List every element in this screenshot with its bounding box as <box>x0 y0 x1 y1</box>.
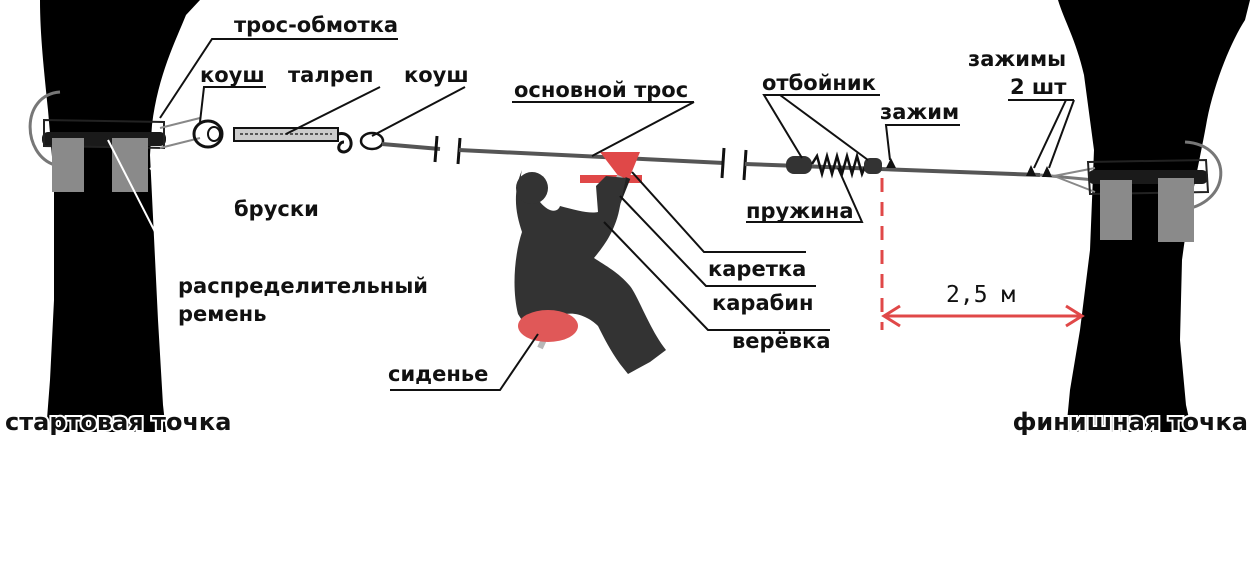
label-seat: сиденье <box>388 362 488 386</box>
label-thimble-right: коуш <box>404 63 469 87</box>
leader-turnbuckle <box>285 86 381 135</box>
label-start-point: стартовая точка <box>5 408 231 436</box>
seat-icon <box>518 310 578 342</box>
leader-clamps <box>1008 99 1075 169</box>
leader-main-cable <box>512 101 695 157</box>
label-spring: пружина <box>746 199 854 223</box>
label-trolley: каретка <box>708 257 806 281</box>
leader-carabiner <box>619 195 816 287</box>
label-main-cable: основной трос <box>514 78 688 102</box>
leader-spring <box>746 167 864 223</box>
leader-thimble-left <box>199 86 266 123</box>
main-cable-segment-2 <box>458 148 725 165</box>
label-carabiner: карабин <box>712 291 814 315</box>
finish-tree <box>1058 0 1250 432</box>
label-turnbuckle: талреп <box>288 63 374 87</box>
label-wrap-cable: трос-обмотка <box>234 13 398 37</box>
leader-wrap-cable <box>159 38 398 119</box>
strap-outline-right <box>1086 158 1210 196</box>
leader-rope <box>603 221 830 331</box>
break-mark-1a <box>433 135 439 163</box>
trolley-icon <box>600 152 640 186</box>
label-distribution-strap-1: распределительный <box>178 274 428 298</box>
main-cable-segment-1 <box>381 142 441 151</box>
label-thimble-left: коуш <box>200 63 265 87</box>
spring-icon <box>810 151 868 179</box>
thimble-right-icon <box>359 131 385 151</box>
thimble-left-inner <box>207 126 221 142</box>
rider-head <box>516 172 548 204</box>
leader-blocks <box>149 167 328 223</box>
bumper-icon <box>786 156 812 174</box>
leader-bumper <box>762 94 880 161</box>
leader-distribution-strap <box>107 139 173 266</box>
distance-arrowhead-left <box>881 304 901 328</box>
thimble-left-icon <box>192 119 224 149</box>
leader-seat <box>390 333 539 391</box>
wrap-cable-ends <box>159 117 201 149</box>
label-blocks: бруски <box>234 197 319 221</box>
block-left-1 <box>52 138 84 192</box>
block-right-2 <box>1158 178 1194 242</box>
start-tree <box>40 0 200 432</box>
block-right-1 <box>1100 180 1132 240</box>
label-clamps: зажимы <box>968 47 1066 71</box>
leader-trolley <box>631 171 806 253</box>
clamp-icon <box>886 158 896 168</box>
label-distribution-strap-2: ремень <box>178 302 266 326</box>
wrap-cable-to-clamps <box>1050 167 1096 193</box>
turnbuckle-hook-icon <box>337 132 353 154</box>
bumper-end-icon <box>864 158 882 174</box>
label-rope: верёвка <box>732 329 831 353</box>
break-mark-2a <box>720 147 726 179</box>
clamp-finish-1-icon <box>1026 165 1036 176</box>
label-finish-point: финишная точка <box>1013 408 1248 436</box>
distance-arrowhead-right <box>1065 304 1085 328</box>
label-clamps-count: 2 шт <box>1010 75 1067 99</box>
clamp-finish-2-icon <box>1042 166 1052 177</box>
wrap-cable-loop-right <box>1179 140 1223 212</box>
wrap-cable-loop-left <box>28 90 61 167</box>
leader-clamp <box>884 124 960 161</box>
label-clamp: зажим <box>880 100 959 124</box>
leader-thimble-right <box>371 86 466 137</box>
label-bumper: отбойник <box>762 71 876 95</box>
label-distance: 2,5 м <box>946 282 1015 308</box>
